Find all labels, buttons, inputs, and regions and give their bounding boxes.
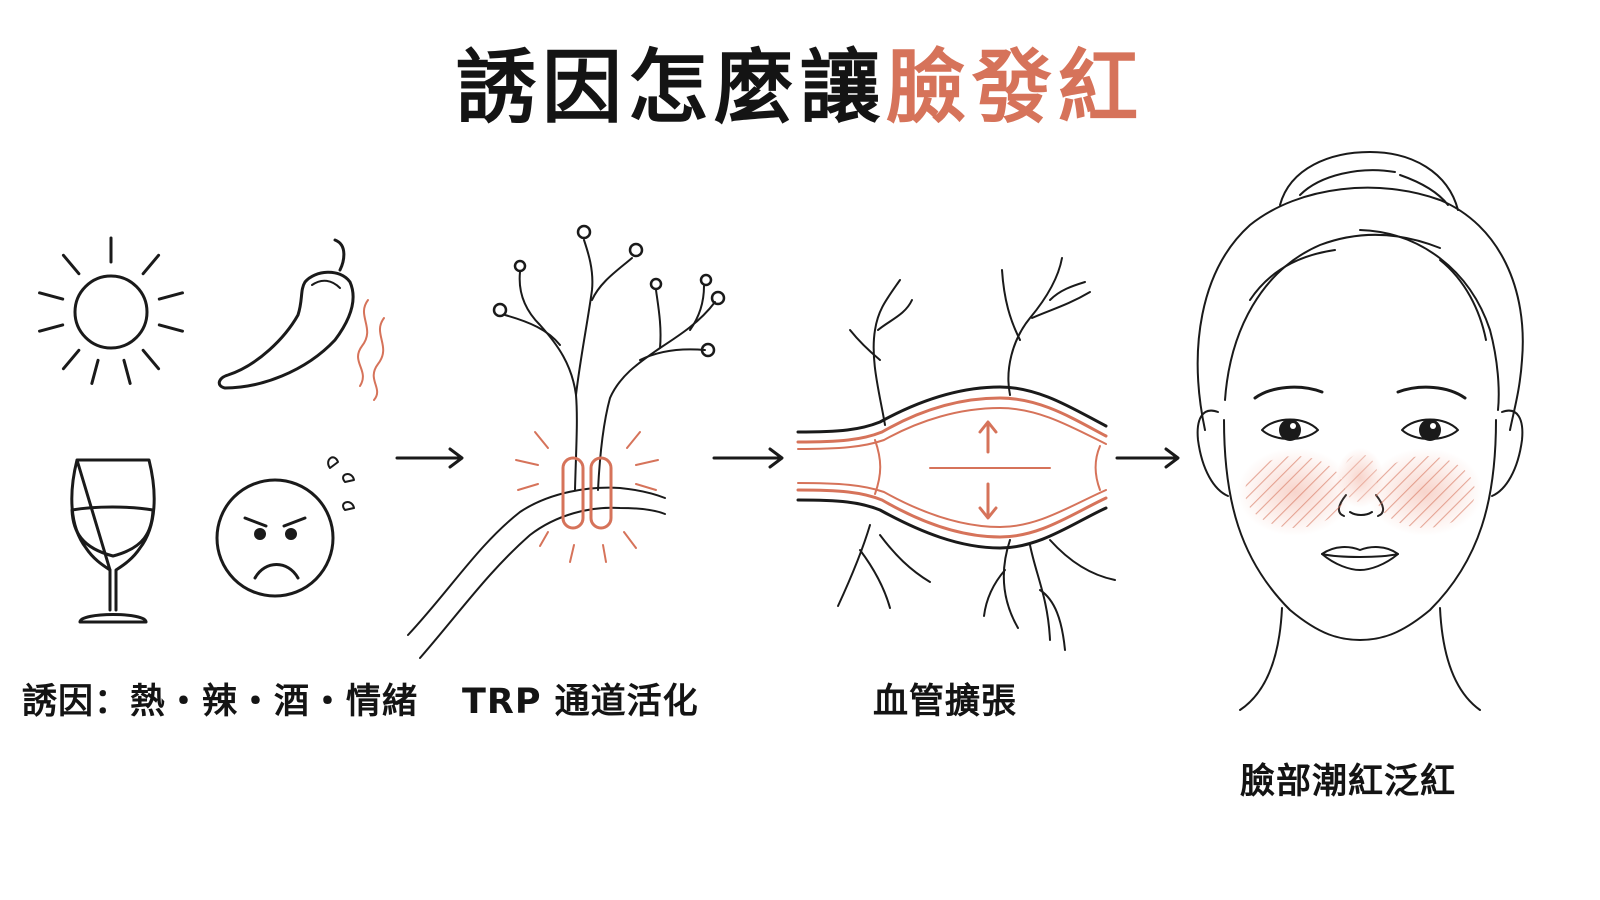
angry-face-icon	[215, 456, 355, 598]
step-label-triggers: 誘因：熱・辣・酒・情緒	[22, 682, 419, 722]
wine-glass-icon	[70, 458, 156, 624]
arrow-right-icon	[395, 447, 464, 469]
title-accent: 臉發紅	[886, 41, 1144, 134]
arrow-right-icon	[1115, 447, 1180, 469]
page-title: 誘因怎麼讓臉發紅	[0, 38, 1600, 138]
title-main: 誘因怎麼讓	[456, 41, 886, 134]
arrow-right-icon	[712, 447, 784, 469]
sun-icon	[38, 236, 184, 385]
chili-pepper-icon	[217, 238, 385, 401]
step-label-trp-activation: TRP 通道活化	[462, 682, 699, 722]
step-label-facial-flushing: 臉部潮紅泛紅	[1240, 762, 1457, 802]
step-label-vasodilation: 血管擴張	[873, 682, 1018, 722]
blood-vessel-icon	[796, 257, 1116, 651]
neuron-icon	[407, 224, 726, 659]
face-icon	[1196, 151, 1524, 711]
